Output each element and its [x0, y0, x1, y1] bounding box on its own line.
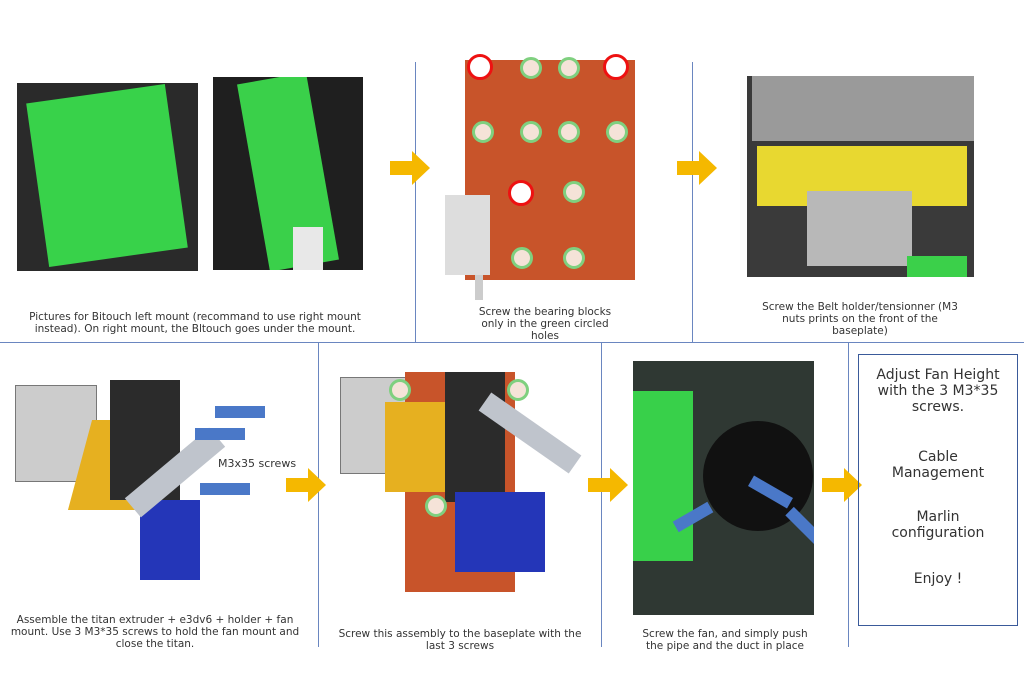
divider [692, 62, 693, 342]
step1-caption: Pictures for Bitouch left mount (recomma… [29, 311, 361, 335]
arrow-right-icon [677, 151, 717, 185]
screws-label: M3x35 screws [218, 457, 297, 470]
divider [318, 342, 319, 647]
step3-caption: Screw the Belt holder/tensionner (M3 nut… [762, 301, 958, 337]
arrow-right-icon [390, 151, 430, 185]
cable-management-text: Cable Management [891, 449, 985, 481]
step5-caption: Screw this assembly to the baseplate wit… [338, 628, 582, 652]
final-steps-box: Adjust Fan Height with the 3 M3*35 screw… [858, 354, 1018, 626]
belt-holder-photo [747, 76, 974, 277]
titan-assembly-diagram [10, 350, 300, 605]
step2-caption: Screw the bearing blocks only in the gre… [478, 306, 612, 342]
divider [0, 342, 1024, 343]
arrow-right-icon [822, 468, 862, 502]
divider [601, 342, 602, 647]
fan-height-text: Adjust Fan Height with the 3 M3*35 screw… [876, 367, 1000, 415]
step4-caption: Assemble the titan extruder + e3dv6 + ho… [10, 614, 300, 650]
arrow-right-icon [286, 468, 326, 502]
bltouch-photo-2 [213, 77, 363, 270]
fan-photo [633, 361, 814, 615]
assembly-to-baseplate-diagram [335, 352, 590, 612]
bltouch-photo-1 [17, 83, 198, 271]
step6-caption: Screw the fan, and simply push the pipe … [642, 628, 808, 652]
enjoy-text: Enjoy ! [913, 571, 963, 587]
marlin-config-text: Marlin configuration [891, 509, 985, 541]
divider [415, 62, 416, 342]
arrow-right-icon [588, 468, 628, 502]
baseplate-diagram [445, 50, 645, 300]
